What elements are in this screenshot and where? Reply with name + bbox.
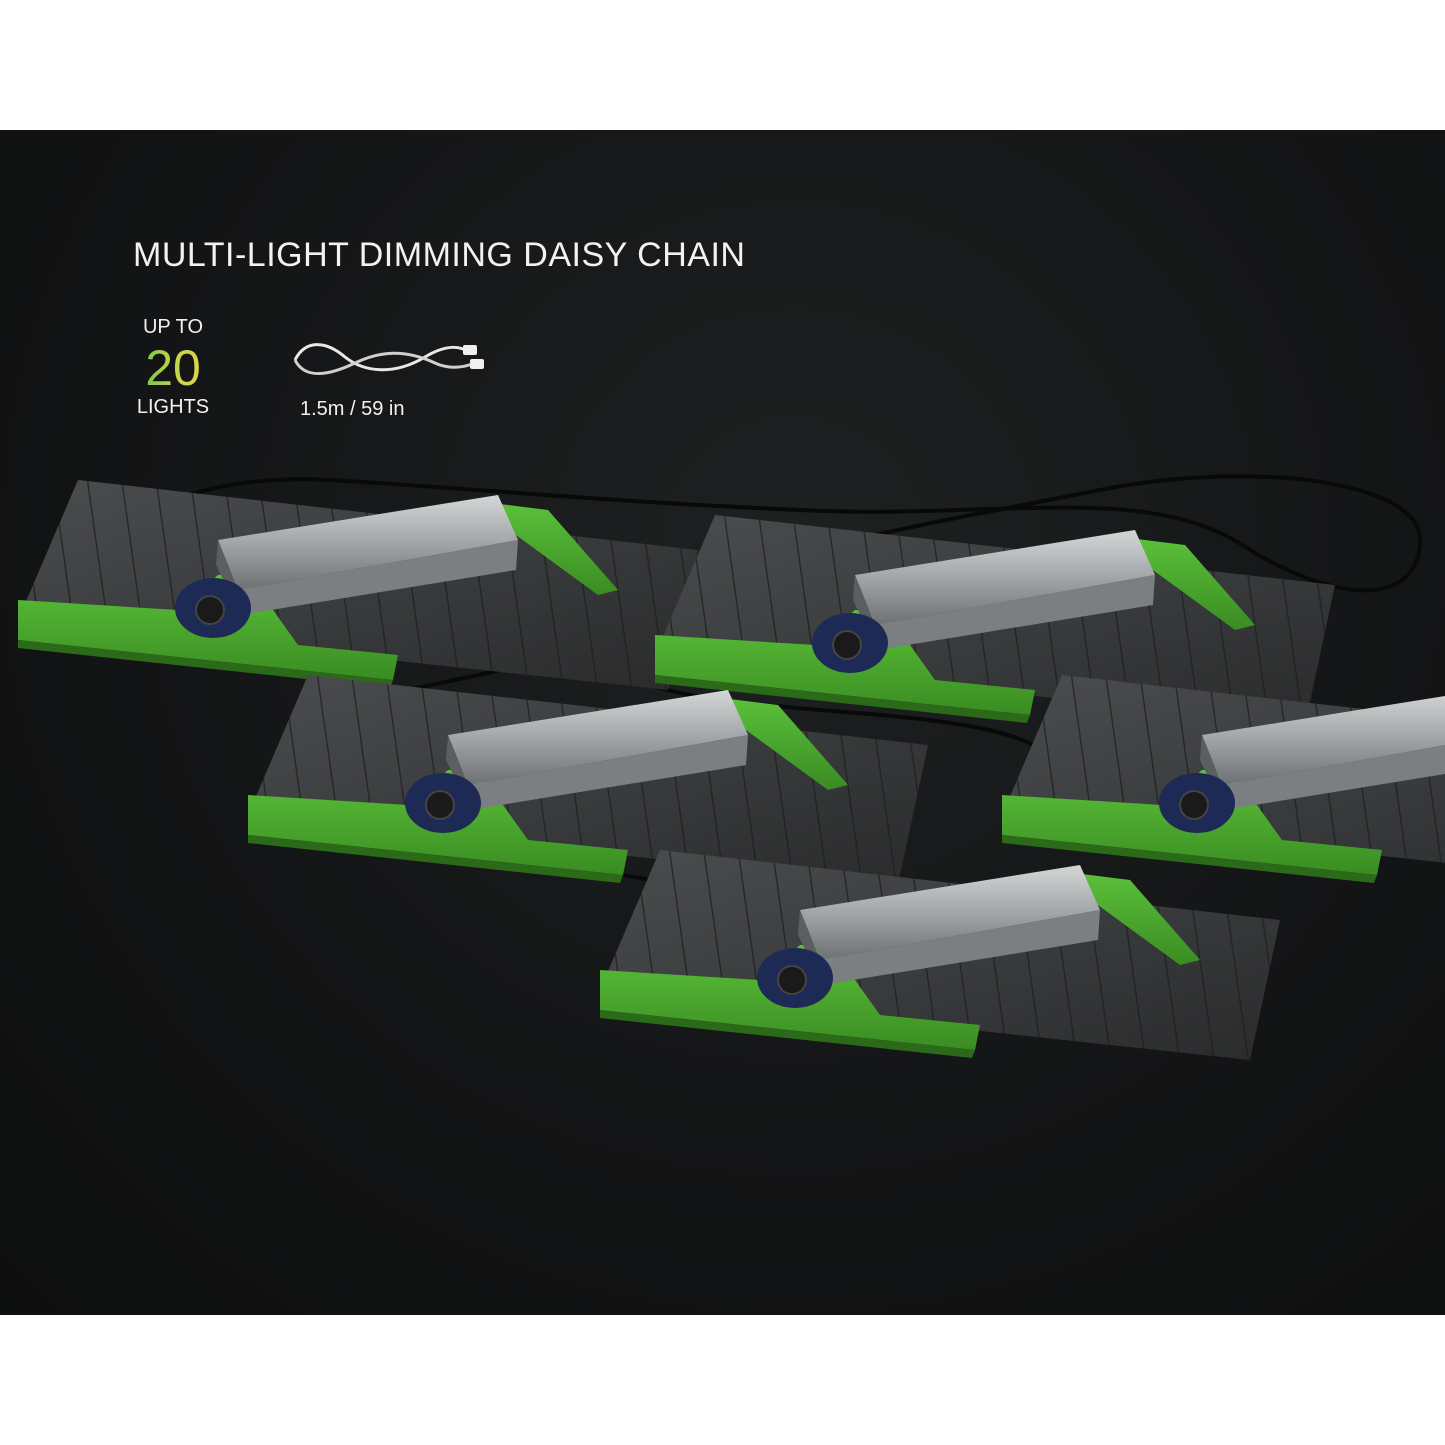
page-title: MULTI-LIGHT DIMMING DAISY CHAIN [133,236,746,274]
cable-length-label: 1.5m / 59 in [300,398,405,420]
fixtures-illustration [17,474,1445,1061]
cable-icon [293,343,484,375]
hero-scene: MULTI-LIGHT DIMMING DAISY CHAIN UP TO 20… [0,130,1445,1315]
count-suffix: LIGHTS [136,396,210,418]
grow-light-fixture-5 [599,849,1281,1061]
grow-light-fixture-1 [17,479,699,691]
daisy-chain-cable [58,474,1423,781]
light-count: 20 [133,338,213,398]
grow-light-fixture-4 [1001,674,1445,886]
grow-light-fixture-2 [654,514,1336,726]
grow-light-fixture-3 [247,674,929,886]
count-prefix: UP TO [142,316,204,338]
